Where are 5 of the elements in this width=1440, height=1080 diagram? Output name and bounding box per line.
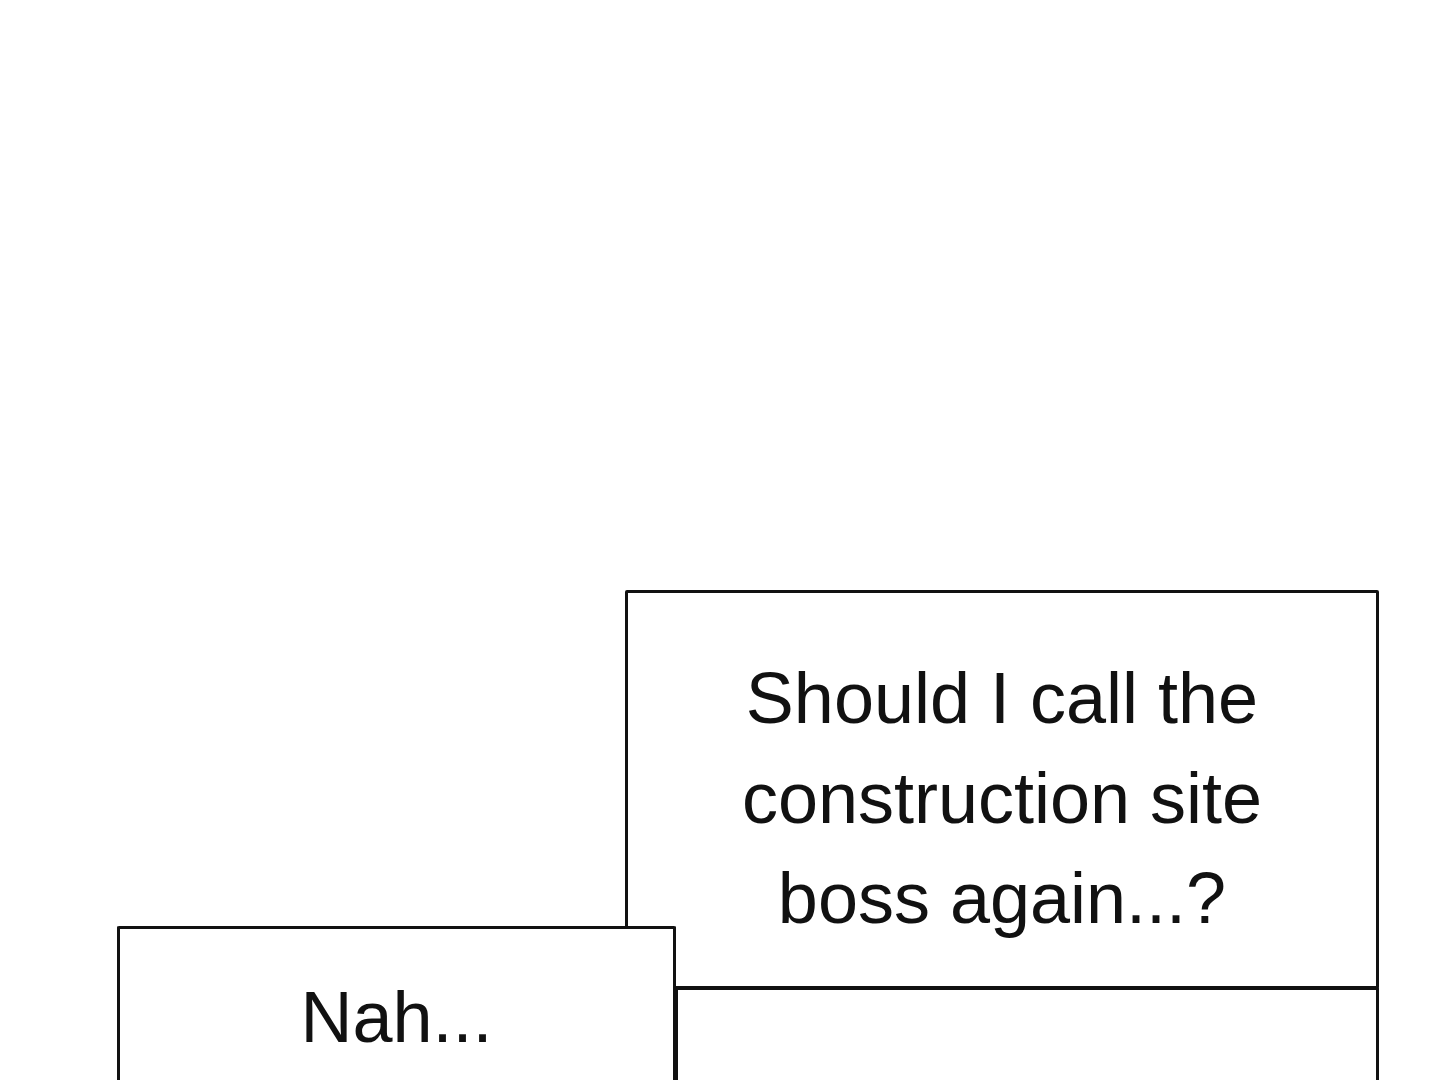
caption-text: Nah... (299, 976, 494, 1059)
caption-box (625, 590, 1379, 989)
caption-text: Should I call the construction site boss again...? (740, 657, 1264, 940)
empty-caption-box (675, 987, 1379, 1080)
caption-box (117, 926, 676, 1080)
